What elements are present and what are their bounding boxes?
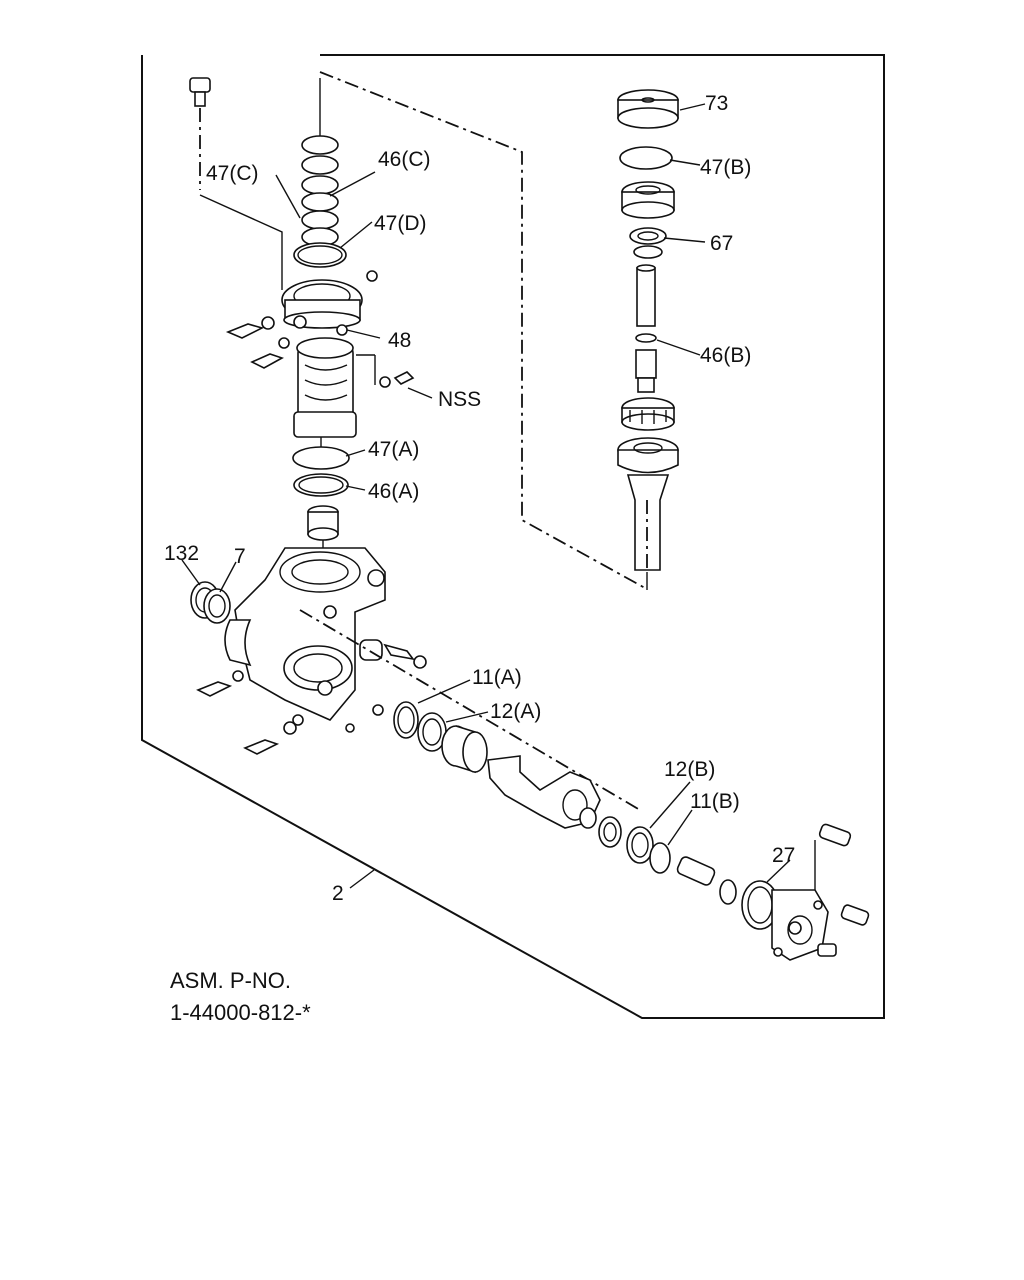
gear-housing: [224, 547, 641, 811]
assembly-part-number: ASM. P-NO. 1-44000-812-*: [170, 968, 311, 1025]
side-cover: [741, 823, 870, 961]
callout-27: 27: [772, 844, 795, 867]
assembly-label: ASM. P-NO.: [170, 968, 291, 993]
needle-bearing: [621, 397, 675, 431]
callout-47b: 47(B): [700, 156, 751, 179]
fittings-left-upper: [225, 316, 290, 369]
leader-lines: [181, 103, 791, 889]
assembly-boundary: [141, 54, 885, 1019]
callout-46b: 46(B): [700, 344, 751, 367]
callout-48: 48: [388, 329, 411, 352]
bearing-housing: [621, 181, 675, 219]
callout-11b: 11(B): [690, 790, 740, 813]
callout-2: 2: [332, 882, 344, 905]
housing-fittings: [196, 643, 427, 755]
sector-shaft: [487, 755, 601, 829]
ring-11a: [393, 701, 419, 739]
callout-47a: 47(A): [368, 438, 419, 461]
callout-7: 7: [234, 545, 246, 568]
rings-a: [292, 437, 350, 497]
adjuster-screw: [676, 856, 737, 905]
callout-46c: 46(C): [378, 148, 431, 171]
callout-nss: NSS: [438, 388, 481, 411]
ring-11b: [649, 842, 671, 874]
callout-132: 132: [164, 542, 199, 565]
valve-spool: [293, 337, 415, 438]
seal-132-and-7: [190, 581, 231, 624]
dust-cover: [617, 89, 679, 129]
callout-73: 73: [705, 92, 728, 115]
ring-12b: [626, 826, 654, 864]
callout-47d: 47(D): [374, 212, 427, 235]
ring-12a: [417, 712, 447, 752]
assembly-number: 1-44000-812-*: [170, 1000, 311, 1025]
callout-67: 67: [710, 232, 733, 255]
seal-rings-stack: [293, 78, 347, 268]
valve-cover: [281, 270, 378, 336]
bearing-sector: [598, 816, 622, 848]
input-shaft-upper: [635, 264, 657, 393]
callout-47c: 47(C): [206, 162, 259, 185]
ring-47b: [619, 146, 673, 170]
callout-11a: 11(A): [472, 666, 522, 689]
worm-shaft: [617, 437, 679, 590]
callout-12a: 12(A): [490, 700, 541, 723]
bolt-top: [189, 77, 283, 290]
callout-labels: 73 47(B) 67 46(B) 47(C) 46(C) 47(D) 48 N…: [164, 92, 795, 905]
bearing-67: [629, 227, 667, 259]
bushing: [441, 725, 488, 774]
callout-46a: 46(A): [368, 480, 419, 503]
callout-12b: 12(B): [664, 758, 715, 781]
